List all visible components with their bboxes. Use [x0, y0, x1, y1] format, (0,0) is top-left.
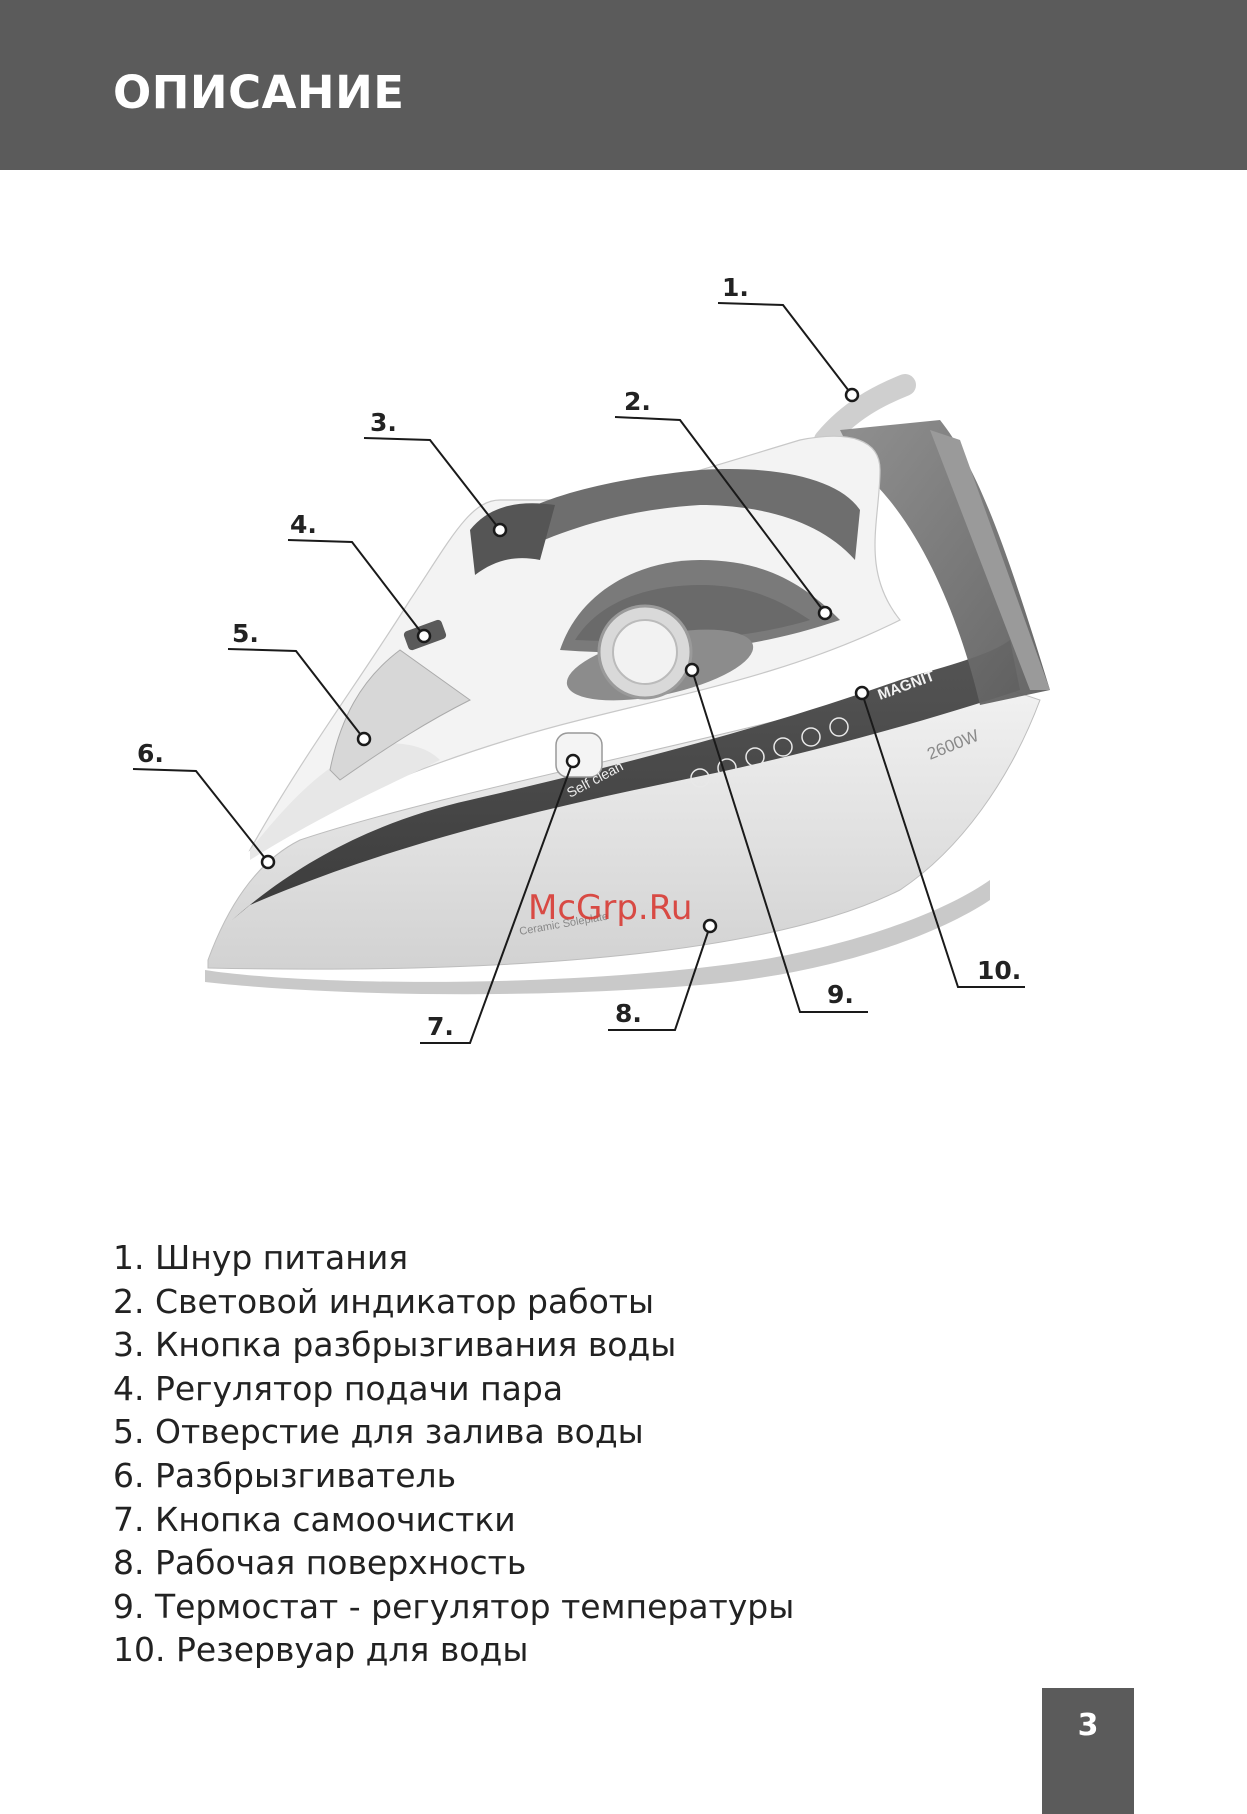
soleplate: [205, 880, 990, 995]
iron-diagram: Self clean MAGNIT 2600W Ceramic Soleplat…: [132, 273, 1050, 1044]
leader-5: [227, 648, 365, 740]
callout-2: 2.: [624, 387, 651, 416]
callout-3: 3.: [370, 408, 397, 437]
leader-3: [363, 437, 501, 531]
leader-lines: [132, 302, 1025, 1044]
callout-6: 6.: [137, 739, 164, 768]
list-item: 3. Кнопка разбрызгивания воды: [113, 1325, 677, 1365]
callout-5: 5.: [232, 619, 259, 648]
page-number-box: 3: [1042, 1688, 1134, 1814]
page-header: ОПИСАНИЕ: [0, 0, 1247, 170]
panel-icons: [690, 717, 849, 788]
front-nose: [250, 743, 440, 860]
spray-button: [470, 503, 555, 575]
leader-dots: [260, 387, 870, 934]
list-item: 1. Шнур питания: [113, 1238, 409, 1277]
callout-4: 4.: [290, 510, 317, 539]
water-fill-window: [329, 649, 471, 781]
watermark: McGrp.Ru: [528, 888, 693, 928]
callout-1: 1.: [722, 273, 749, 302]
iron-illustration: Self clean MAGNIT 2600W Ceramic Soleplat…: [132, 302, 1050, 1044]
list-item: 4. Регулятор подачи пара: [113, 1368, 564, 1408]
parts-list: 1. Шнур питания 2. Световой индикатор ра…: [113, 1236, 794, 1672]
leader-1: [717, 302, 853, 396]
leader-7: [420, 760, 574, 1044]
list-item: 10. Резервуар для воды: [113, 1630, 529, 1670]
list-item: 8. Рабочая поверхность: [113, 1543, 527, 1583]
list-item: 5. Отверстие для залива воды: [113, 1412, 644, 1452]
callout-7: 7.: [427, 1012, 454, 1041]
callout-8: 8.: [615, 999, 642, 1028]
self-clean-button: [555, 732, 603, 778]
leader-8: [608, 925, 711, 1031]
list-item: 7. Кнопка самоочистки: [113, 1499, 516, 1539]
leader-2: [614, 416, 826, 614]
leader-10: [861, 692, 1025, 988]
power-cord: [814, 374, 916, 451]
list-item: 6. Разбрызгиватель: [113, 1455, 457, 1495]
control-panel-band: [232, 640, 1020, 920]
list-item: 2. Световой индикатор работы: [113, 1281, 655, 1321]
water-tank: [840, 420, 1050, 705]
leader-9: [691, 669, 868, 1013]
callout-9: 9.: [827, 980, 854, 1009]
list-item: 9. Термостат - регулятор температуры: [113, 1586, 795, 1626]
handle-grip: [480, 469, 860, 560]
page-title: ОПИСАНИЕ: [113, 66, 405, 119]
leader-6: [132, 768, 269, 863]
leader-4: [287, 539, 425, 637]
page-number: 3: [1077, 1708, 1099, 1743]
callout-10: 10.: [977, 956, 1022, 985]
